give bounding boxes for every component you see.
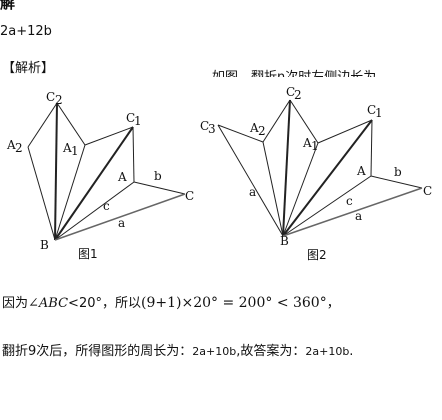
line1-end: ，: [326, 296, 340, 311]
line1-mid: ，所以: [101, 296, 141, 311]
fig1-label-b: B: [40, 238, 49, 252]
fig1-edge-b-c: [54, 193, 186, 241]
fig2-label-a: A: [356, 164, 366, 178]
fig1-label-side-c: c: [103, 199, 110, 213]
fig1-label-a2: A: [6, 138, 16, 152]
fig1-label-c2: C: [46, 90, 55, 104]
fig2-label-c1-sub: 1: [375, 106, 383, 120]
fig2-label-c2: C: [286, 85, 295, 99]
figure-2: [217, 99, 423, 237]
fig1-label-c1: C: [126, 111, 135, 125]
fig2-label-c: C: [423, 184, 432, 198]
fig1-caption: 图1: [78, 247, 98, 261]
fig2-label-a1-sub: 1: [311, 139, 319, 153]
fig1-label-a1-sub: 1: [71, 144, 79, 158]
line2-answer: 2a+10b: [305, 345, 350, 358]
line1-formula: (9+1)×20° = 200° < 360°: [141, 295, 327, 311]
fig1-label-c1-sub: 1: [134, 114, 142, 128]
fig2-edge-a1-c1: [317, 119, 373, 144]
fig2-label-a1: A: [302, 136, 312, 150]
fig1-label-c2-sub: 2: [55, 93, 63, 107]
fig2-edge-c1-a: [370, 119, 373, 177]
analysis-label: 【解析】: [2, 61, 55, 76]
fig1-edge-a1-c1: [84, 126, 134, 146]
fig1-label-c: C: [185, 189, 194, 203]
overflow-text: 如图，翻折n次时左侧边长为: [212, 66, 376, 77]
fig1-edge-b-a1: [54, 144, 86, 241]
solution-line-2: 翻折9次后，所得图形的周长为：2a+10b,故答案为：2a+10b.: [2, 340, 353, 359]
fig1-edge-b-c2: [54, 102, 58, 241]
fig2-edge-b-c: [282, 187, 423, 237]
fig2-label-side-a-left: a: [249, 185, 256, 199]
fig2-label-side-c: c: [346, 194, 353, 208]
fig2-label-side-b: b: [394, 165, 402, 179]
fig2-edge-c2-a1: [289, 99, 319, 144]
fig2-label-b: B: [280, 234, 289, 248]
line2-end: .: [349, 344, 354, 359]
answer-text: 2a+12b: [0, 24, 52, 39]
fig1-label-side-b: b: [154, 169, 162, 183]
fig2-edge-c3-a2: [217, 124, 264, 143]
fig1-edge-c1-a: [132, 126, 135, 183]
fig2-edge-a2-c2: [262, 99, 291, 143]
fig2-label-side-a: a: [355, 209, 362, 223]
fig2-edge-a-c: [370, 175, 423, 189]
fig2-label-a2: A: [249, 121, 259, 135]
fig2-edge-b-c2: [282, 99, 291, 237]
line2-mid: ,故答案为：: [236, 344, 306, 359]
fig2-edge-b-a2: [262, 141, 284, 237]
fig2-edge-b-c3: [217, 124, 284, 237]
fig1-label-a1: A: [62, 141, 72, 155]
figure-1: [27, 102, 186, 241]
fig1-edge-a-c: [133, 181, 186, 195]
fig2-edge-b-a: [282, 175, 372, 237]
fig1-edge-c2-a1: [56, 102, 86, 146]
fig1-edge-a2-c2: [27, 102, 58, 148]
fig2-caption: 图2: [307, 248, 327, 262]
solution-line-1: 因为∠ABC<20°，所以(9+1)×20° = 200° < 360°，: [2, 292, 340, 311]
fig2-label-c2-sub: 2: [294, 88, 302, 102]
fig1-edge-b-a2: [27, 146, 56, 241]
fig2-label-c3: C: [200, 119, 209, 133]
line2-value: 2a+10b: [192, 345, 237, 358]
fig1-label-side-a: a: [118, 216, 125, 230]
header-title: 解: [0, 0, 16, 12]
fig2-label-c3-sub: 3: [208, 122, 216, 136]
fig2-edge-b-c1: [282, 119, 373, 237]
fig1-edge-b-c1: [54, 126, 134, 241]
fig1-label-a2-sub: 2: [15, 141, 23, 155]
line1-lt: <20°: [68, 296, 102, 311]
fig2-label-c1: C: [367, 103, 376, 117]
fig1-label-a: A: [117, 170, 127, 184]
fig2-label-a2-sub: 2: [258, 124, 266, 138]
line1-prefix: 因为: [2, 296, 29, 311]
line1-angle: ∠ABC: [28, 296, 69, 311]
fig1-edge-b-a: [54, 181, 135, 241]
fig2-edge-b-a1: [282, 142, 319, 237]
line2-prefix: 翻折9次后，所得图形的周长为：: [2, 344, 193, 359]
